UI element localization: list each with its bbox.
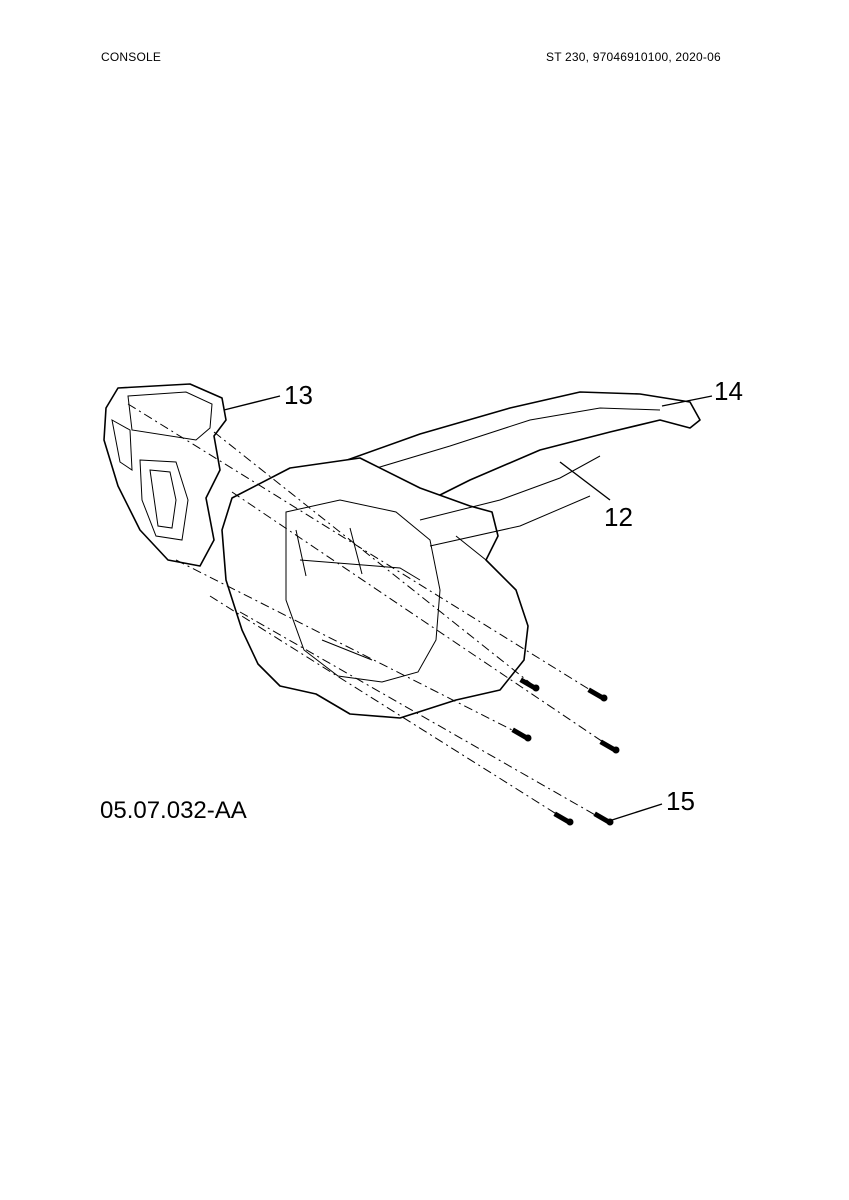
part-12-console-housing	[221, 455, 601, 719]
callout-15: 15	[666, 786, 695, 816]
part-15-screws	[511, 677, 620, 826]
part-14-top-rail	[335, 391, 701, 501]
section-title: CONSOLE	[101, 50, 162, 64]
callout-12: 12	[604, 502, 633, 532]
callout-14: 14	[714, 376, 743, 406]
callout-13: 13	[284, 380, 313, 410]
figure-code: 05.07.032-AA	[100, 797, 247, 824]
part-13-side-bracket	[103, 383, 227, 567]
leader-lines	[223, 395, 713, 821]
model-info: ST 230, 97046910100, 2020-06	[546, 50, 721, 64]
assembly-axes	[127, 403, 613, 821]
